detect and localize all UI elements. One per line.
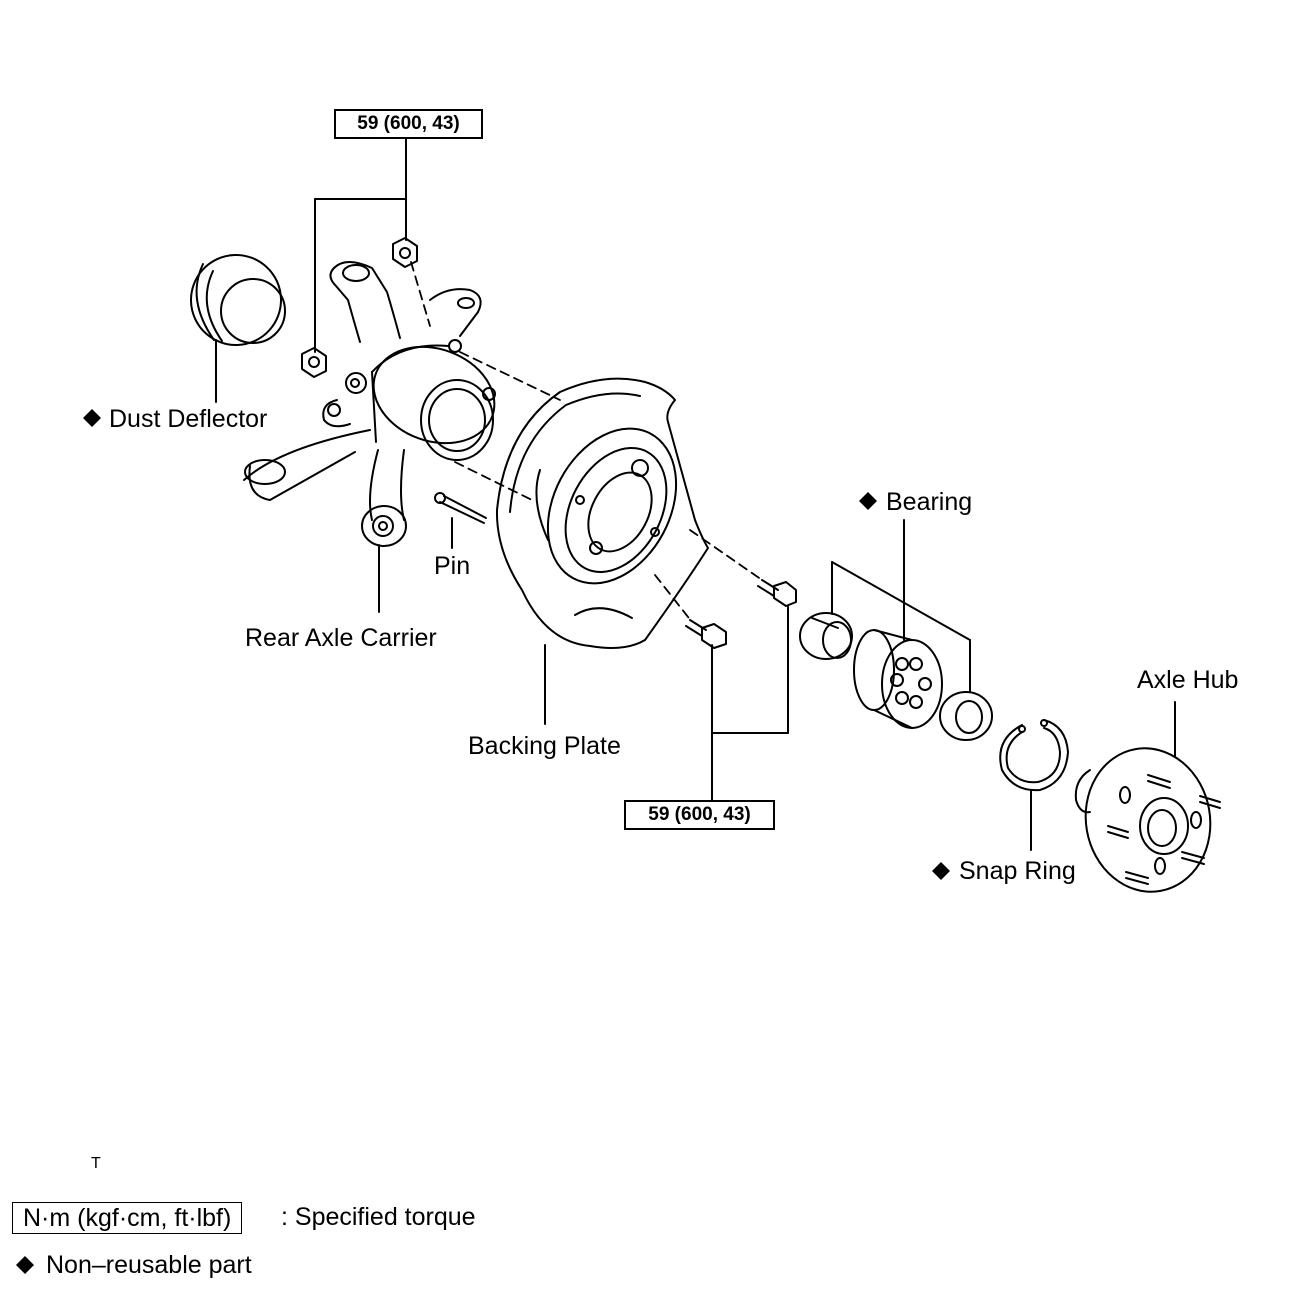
non-reusable-markers	[16, 409, 950, 1274]
label-snap-ring: Snap Ring	[959, 857, 1076, 885]
label-dust-deflector: Dust Deflector	[109, 405, 268, 433]
nut-upper	[392, 237, 418, 268]
diamond-icon	[16, 1256, 34, 1274]
torque-spec-bottom: 59 (600, 43)	[624, 800, 775, 830]
legend-non-reusable-desc: Non–reusable part	[46, 1251, 252, 1279]
diamond-icon	[83, 409, 101, 427]
label-bearing: Bearing	[886, 488, 973, 516]
label-backing-plate: Backing Plate	[468, 732, 621, 760]
axle-hub-part	[1074, 747, 1221, 893]
label-rear-axle-carrier: Rear Axle Carrier	[245, 624, 437, 652]
backing-plate-part	[495, 377, 709, 649]
bearing-inner-race-right	[939, 691, 993, 741]
leader-lines	[215, 136, 1176, 851]
label-pin: Pin	[434, 552, 471, 580]
legend-torque-desc: : Specified torque	[281, 1203, 476, 1231]
torque-spec-top: 59 (600, 43)	[334, 109, 483, 139]
bolt-lower	[685, 619, 727, 649]
legend-torque-unit-box: N·m (kgf·cm, ft·lbf)	[12, 1202, 243, 1234]
diamond-icon	[932, 862, 950, 880]
pin-part	[434, 492, 487, 524]
dust-deflector-part	[190, 254, 286, 346]
stray-mark: T	[91, 1155, 101, 1172]
bolt-upper	[757, 579, 797, 607]
bearing-part	[853, 629, 943, 729]
bearing-inner-race-left	[799, 612, 853, 660]
diamond-icon	[859, 492, 877, 510]
snap-ring-part	[999, 719, 1069, 792]
rear-axle-carrier-part	[243, 261, 496, 547]
label-axle-hub: Axle Hub	[1137, 666, 1239, 694]
nut-lower	[301, 347, 327, 378]
